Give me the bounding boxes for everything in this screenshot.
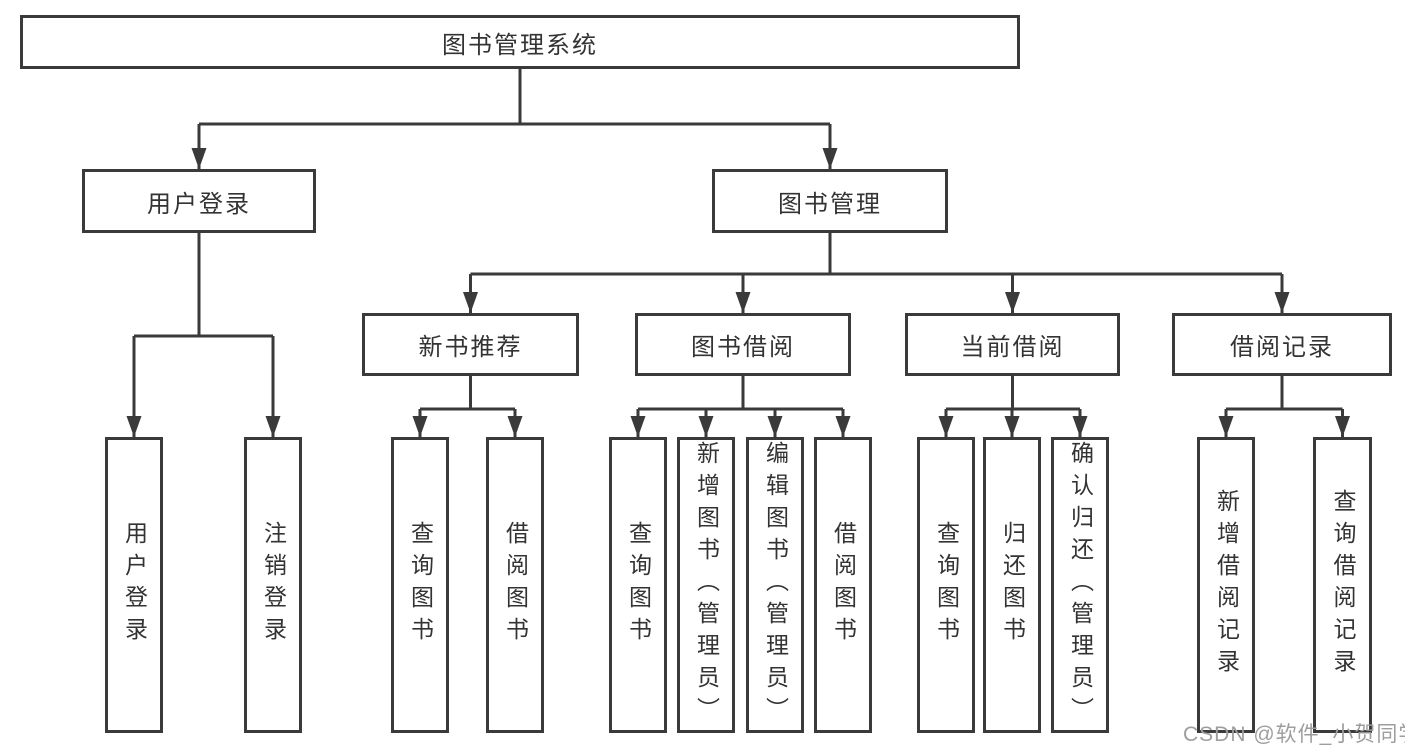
node-label: 图书管理	[778, 190, 882, 218]
node-label: 归还图书	[999, 521, 1026, 649]
node-label: 新增图书（管理员）	[693, 441, 720, 729]
node-label: 图书管理系统	[442, 31, 598, 59]
node-add-borrowing-record: 新增借阅记录	[1197, 437, 1255, 733]
node-user-login: 用户登录	[82, 169, 316, 233]
node-user-login-action: 用户登录	[105, 437, 163, 733]
watermark: CSDN @软件_小贺同学	[1183, 723, 1405, 746]
node-book-management: 图书管理	[712, 169, 948, 233]
node-query-books-current: 查询图书	[917, 437, 975, 733]
node-label: 新书推荐	[418, 334, 523, 361]
node-label: 借阅图书	[502, 521, 529, 649]
node-query-books-borrowing: 查询图书	[609, 437, 667, 733]
node-confirm-return-admin: 确认归还（管理员）	[1051, 437, 1109, 733]
node-borrow-books-borrowing: 借阅图书	[814, 437, 872, 733]
node-label: 用户登录	[147, 190, 251, 218]
node-borrow-books-recommend: 借阅图书	[486, 437, 544, 733]
node-label: 查询借阅记录	[1330, 489, 1356, 681]
node-book-borrowing: 图书借阅	[635, 313, 851, 376]
node-label: 用户登录	[121, 521, 148, 649]
node-label: 借阅图书	[830, 521, 857, 649]
node-label: 图书借阅	[691, 334, 795, 361]
node-current-borrowing: 当前借阅	[905, 313, 1120, 376]
node-label: 确认归还（管理员）	[1067, 441, 1094, 729]
node-label: 查询图书	[933, 521, 960, 649]
node-library-management-system: 图书管理系统	[20, 15, 1020, 69]
node-new-book-recommendation: 新书推荐	[362, 313, 579, 376]
node-query-borrowing-record: 查询借阅记录	[1313, 437, 1372, 733]
node-label: 新增借阅记录	[1213, 489, 1240, 681]
node-label: 当前借阅	[960, 334, 1065, 361]
node-label: 查询图书	[625, 521, 652, 649]
node-query-books-recommend: 查询图书	[391, 437, 449, 733]
node-return-books: 归还图书	[983, 437, 1041, 733]
node-add-books-admin: 新增图书（管理员）	[677, 437, 735, 733]
node-label: 注销登录	[260, 521, 287, 649]
node-label: 查询图书	[407, 521, 434, 649]
node-label: 编辑图书（管理员）	[762, 441, 789, 729]
node-label: 借阅记录	[1230, 334, 1334, 361]
node-edit-books-admin: 编辑图书（管理员）	[746, 437, 804, 733]
node-borrowing-records: 借阅记录	[1172, 313, 1392, 376]
node-logout-action: 注销登录	[244, 437, 302, 733]
